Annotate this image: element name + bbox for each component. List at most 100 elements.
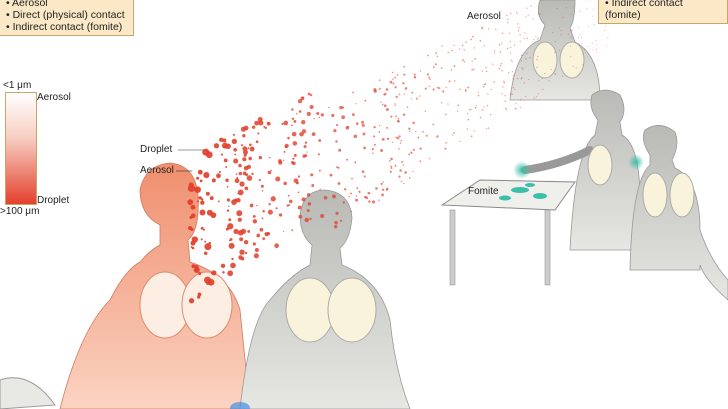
particle — [394, 76, 396, 79]
particle — [242, 134, 246, 138]
particle — [348, 196, 350, 198]
particle — [252, 242, 256, 246]
particle — [306, 111, 311, 117]
particle — [520, 60, 523, 62]
particle — [344, 188, 347, 191]
particle — [408, 130, 411, 133]
particle — [463, 61, 466, 63]
particle — [293, 153, 297, 157]
particle — [536, 66, 538, 68]
particle — [539, 13, 541, 15]
particle — [472, 35, 474, 38]
particle — [256, 205, 258, 207]
particle — [424, 87, 427, 90]
particle — [194, 186, 201, 193]
particle — [257, 132, 260, 135]
particle — [231, 257, 234, 261]
particle — [511, 60, 513, 63]
particle — [501, 70, 503, 72]
particle — [506, 21, 509, 24]
particle — [346, 158, 349, 161]
particle — [489, 113, 492, 116]
particle — [350, 192, 352, 195]
particle — [400, 180, 403, 183]
particle — [205, 191, 210, 196]
particle — [355, 195, 358, 197]
particle — [385, 189, 388, 191]
particle — [512, 74, 515, 76]
particle — [398, 135, 401, 138]
particle — [475, 105, 477, 107]
particle — [415, 130, 417, 133]
particle — [570, 30, 573, 32]
particle — [260, 184, 264, 188]
particle — [514, 107, 517, 110]
particle — [395, 95, 398, 99]
particle — [332, 194, 336, 199]
particle — [560, 34, 562, 36]
particle — [392, 141, 394, 144]
particle — [586, 8, 588, 10]
particle — [459, 88, 461, 90]
particle — [318, 169, 321, 172]
particle — [453, 132, 455, 135]
particle — [537, 37, 539, 39]
particle — [225, 143, 231, 150]
particle — [237, 217, 242, 222]
particle — [521, 67, 523, 69]
particle — [558, 49, 560, 51]
particle — [419, 95, 421, 97]
particle — [402, 113, 406, 116]
particle — [204, 240, 207, 243]
particle — [238, 171, 243, 176]
particle — [316, 111, 320, 116]
particle — [194, 267, 200, 273]
particle — [236, 198, 241, 203]
particle — [293, 178, 299, 184]
particle — [481, 27, 483, 30]
particle — [485, 66, 487, 69]
particle — [554, 41, 556, 43]
particle — [246, 175, 253, 181]
particle — [526, 37, 529, 39]
particle — [471, 68, 474, 71]
particle — [307, 202, 312, 206]
particle — [442, 90, 445, 93]
particle — [399, 142, 402, 144]
particle — [371, 148, 374, 151]
particle — [373, 125, 376, 129]
particle — [554, 73, 556, 76]
particle — [464, 89, 467, 91]
particle — [329, 173, 333, 177]
table — [440, 179, 576, 286]
particle — [436, 136, 438, 138]
particle — [396, 74, 399, 76]
particle — [408, 153, 411, 156]
particle — [477, 94, 480, 97]
particle — [537, 55, 539, 58]
particle — [361, 120, 365, 124]
particle — [459, 140, 461, 142]
particle — [303, 145, 307, 149]
particle — [200, 226, 204, 230]
particle — [427, 54, 429, 57]
particle — [381, 137, 385, 141]
particle — [283, 230, 285, 233]
particle — [558, 27, 560, 29]
particle — [448, 80, 451, 83]
particle — [304, 141, 308, 144]
particle — [381, 103, 384, 106]
particle — [256, 233, 261, 238]
particle — [604, 25, 606, 28]
particle — [403, 182, 405, 185]
droplet-label: Droplet — [140, 144, 173, 155]
particle — [505, 109, 508, 111]
particle — [397, 120, 400, 123]
healthy-person — [230, 189, 411, 409]
particle — [447, 51, 449, 54]
particle — [337, 182, 341, 185]
particle — [355, 122, 359, 125]
particle — [528, 78, 530, 81]
particle — [500, 62, 503, 65]
particle — [394, 86, 397, 89]
